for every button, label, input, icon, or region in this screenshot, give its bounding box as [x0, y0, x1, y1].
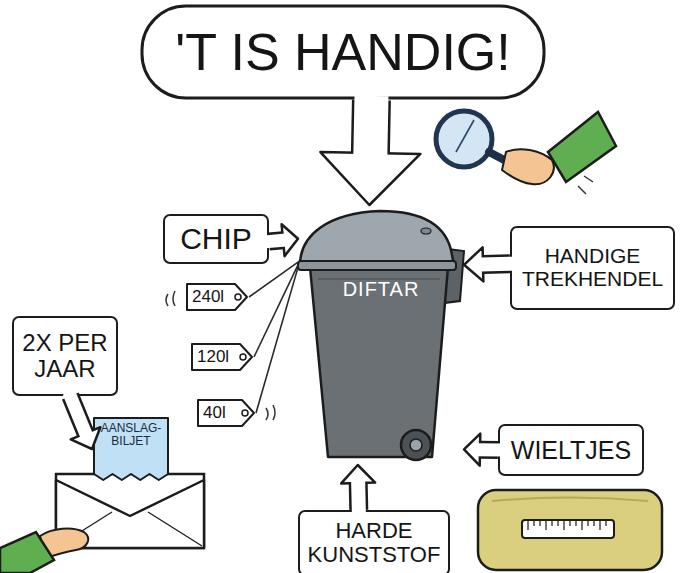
speech-bubble: 'T IS HANDIG! — [140, 4, 546, 100]
arrow-fill — [480, 257, 514, 272]
scale-display — [522, 520, 614, 538]
callout-label: 2X PER JAAR — [18, 330, 112, 382]
motion-lines — [578, 176, 593, 194]
callout-arrow — [464, 434, 502, 466]
arrow-head — [464, 247, 483, 281]
volume-tag: 120l — [190, 342, 254, 372]
callout-label: HANDIGE TREKHENDEL — [516, 245, 669, 290]
callout-arrow — [341, 465, 375, 514]
sleeve — [548, 112, 616, 182]
callout-box: CHIP — [163, 214, 269, 264]
bubble-shape — [142, 6, 544, 98]
arrow-head — [71, 427, 101, 449]
tag-hole — [235, 294, 241, 300]
bin-lid — [300, 211, 454, 265]
bill-label: AANSLAG- BILJET — [92, 422, 170, 448]
lens-glare — [456, 120, 474, 152]
callout-box: HANDIGE TREKHENDEL — [510, 226, 675, 310]
callout-label: HARDE KUNSTSTOF — [304, 519, 444, 567]
tag-hole — [242, 410, 248, 416]
tag-shape — [187, 284, 247, 310]
arrow-outline — [483, 254, 510, 274]
tag-string — [256, 267, 298, 413]
string-line — [254, 265, 298, 357]
arrow-outline — [70, 396, 85, 433]
callout-label: CHIP — [180, 223, 252, 255]
arrow-head — [282, 224, 298, 256]
waste-bin: DIFTAR — [298, 205, 464, 465]
volume-tag: 240l — [185, 282, 249, 312]
volume-label: 40l — [203, 404, 226, 422]
bin-wheel — [401, 430, 431, 460]
arrow-fill — [265, 240, 286, 242]
arrow-outline — [480, 441, 498, 459]
motion-lines — [266, 405, 275, 420]
envelope-front — [56, 480, 204, 548]
bin-outline — [298, 205, 464, 465]
callout-arrow — [320, 96, 420, 205]
tag-hole — [240, 354, 246, 360]
weighing-scale — [478, 490, 662, 570]
sleeve — [0, 532, 54, 573]
lid-grip — [421, 228, 431, 234]
arrow-fill — [477, 443, 502, 456]
arrow-head — [341, 465, 375, 483]
arrow-fill — [370, 96, 371, 156]
tag-string — [254, 265, 298, 357]
tag-string — [249, 262, 298, 297]
callout-box: 2X PER JAAR — [12, 316, 118, 396]
tag-shape — [198, 400, 254, 426]
scale-ticks — [528, 521, 606, 530]
arrow-outline — [269, 240, 283, 241]
tag-shape — [192, 344, 252, 370]
scale-edge — [492, 498, 648, 502]
arrow-fill — [69, 392, 87, 436]
string-line — [249, 262, 298, 297]
callout-arrow — [265, 224, 298, 256]
motion-lines — [166, 291, 175, 306]
volume-label: 240l — [192, 288, 224, 306]
volume-label: 120l — [197, 348, 229, 366]
arrow-outline — [370, 100, 371, 153]
arrow-fill — [351, 480, 366, 514]
callout-arrow — [69, 392, 101, 449]
magnifier-lens — [436, 111, 492, 167]
hand — [40, 529, 88, 558]
arrow-head — [464, 434, 480, 466]
arrow-head — [320, 152, 420, 205]
bin-lid-rim — [298, 261, 456, 270]
callout-box: WIELTJES — [498, 424, 644, 476]
tax-bill: AANSLAG- BILJET — [92, 416, 170, 482]
hand — [502, 149, 554, 184]
callout-arrow — [464, 247, 514, 281]
bin-label: DIFTAR — [312, 279, 450, 301]
envelope-back — [56, 474, 204, 548]
callout-label: WIELTJES — [511, 437, 631, 464]
bubble-text: 'T IS HANDIG! — [175, 24, 510, 80]
arrow-outline — [349, 483, 369, 510]
wheel-hub — [410, 439, 422, 451]
callout-box: HARDE KUNSTSTOF — [298, 510, 450, 573]
envelope-folds — [58, 512, 202, 546]
string-line — [256, 267, 298, 413]
volume-tag: 40l — [196, 398, 256, 428]
